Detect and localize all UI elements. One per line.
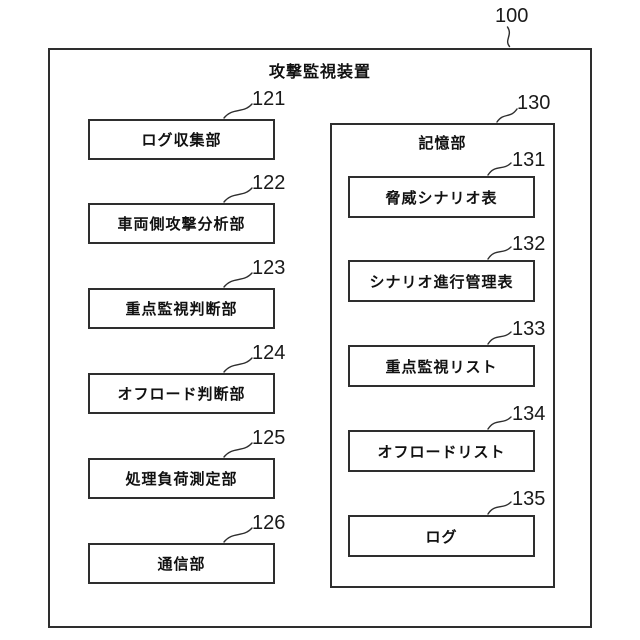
unit-label: 処理負荷測定部 xyxy=(125,471,238,488)
ref-label-log: 135 xyxy=(512,488,546,510)
item-label: オフロードリスト xyxy=(377,443,506,461)
storage-box xyxy=(330,123,555,588)
unit-label: オフロード判断部 xyxy=(117,386,246,403)
item-label: 脅威シナリオ表 xyxy=(385,189,498,207)
ref-label-priority-monitor-list: 133 xyxy=(512,318,546,340)
device-box xyxy=(48,48,592,628)
unit-box-load-measurer: 処理負荷測定部 xyxy=(88,458,275,499)
unit-box-communication: 通信部 xyxy=(88,543,275,584)
unit-label: 車両側攻撃分析部 xyxy=(117,216,246,233)
item-label: ログ xyxy=(425,528,458,546)
ref-label-priority-monitor-judge: 123 xyxy=(252,257,286,279)
item-label: シナリオ進行管理表 xyxy=(369,273,514,291)
ref-label-log-collector: 121 xyxy=(252,88,286,110)
ref-label-threat-scenario-table: 131 xyxy=(512,149,546,171)
unit-box-log-collector: ログ収集部 xyxy=(88,119,275,160)
leader-line-100 xyxy=(506,26,511,48)
device-title: 攻撃監視装置 xyxy=(268,64,371,81)
ref-label-load-measurer: 125 xyxy=(252,427,286,449)
ref-label-offload-list: 134 xyxy=(512,403,546,425)
item-box-offload-list: オフロードリスト xyxy=(348,430,535,472)
item-box-log: ログ xyxy=(348,515,535,557)
unit-box-priority-monitor-judge: 重点監視判断部 xyxy=(88,288,275,329)
ref-label-offload-judge: 124 xyxy=(252,342,286,364)
ref-label-communication: 126 xyxy=(252,512,286,534)
ref-label-storage: 130 xyxy=(517,92,551,114)
ref-label-scenario-progress-table: 132 xyxy=(512,233,546,255)
unit-box-vehicle-attack-analyzer: 車両側攻撃分析部 xyxy=(88,203,275,244)
item-box-threat-scenario-table: 脅威シナリオ表 xyxy=(348,176,535,218)
item-box-scenario-progress-table: シナリオ進行管理表 xyxy=(348,260,535,302)
storage-title: 記憶部 xyxy=(418,135,467,152)
unit-label: 通信部 xyxy=(157,556,206,573)
ref-label-device: 100 xyxy=(495,5,529,27)
unit-label: ログ収集部 xyxy=(141,132,222,149)
item-box-priority-monitor-list: 重点監視リスト xyxy=(348,345,535,387)
ref-label-vehicle-attack-analyzer: 122 xyxy=(252,172,286,194)
item-label: 重点監視リスト xyxy=(385,358,498,376)
unit-box-offload-judge: オフロード判断部 xyxy=(88,373,275,414)
unit-label: 重点監視判断部 xyxy=(125,301,238,318)
